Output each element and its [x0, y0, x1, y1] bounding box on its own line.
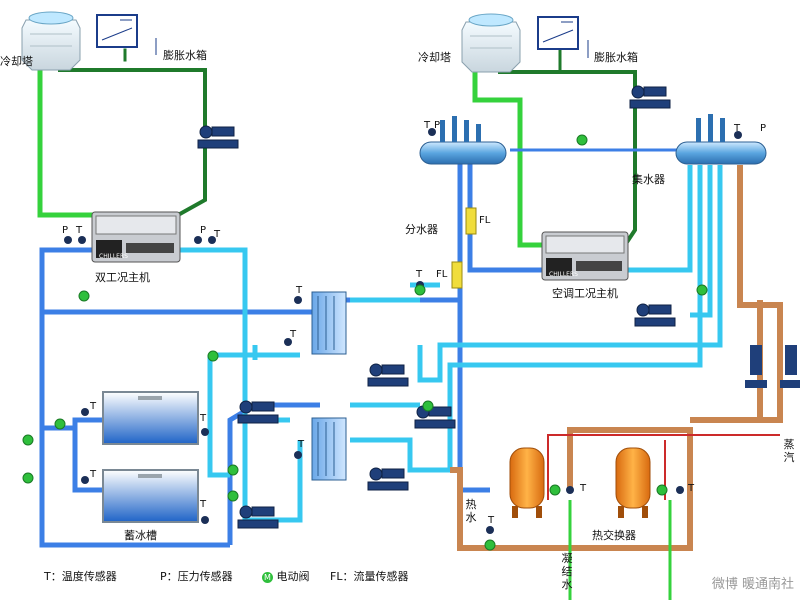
temperature-tag: T: [688, 483, 695, 494]
hot-water-label: 热水: [465, 498, 477, 524]
heat-exchanger-label: 热交换器: [592, 529, 636, 542]
steam-heat-exchanger-right: [615, 447, 651, 518]
cooling-tower-right-label: 冷却塔: [418, 51, 451, 64]
temperature-tag: T: [416, 269, 423, 280]
temperature-tag: T: [424, 120, 431, 131]
electric-valves: [22, 134, 708, 551]
temperature-tag: T: [90, 401, 97, 412]
expansion-tank-right-label: 膨胀水箱: [594, 51, 638, 64]
distributor-label: 分水器: [405, 223, 438, 236]
chiller-left-brand: CHILLERS: [99, 253, 128, 260]
temperature-tag: T: [734, 123, 741, 134]
temperature-tag: T: [580, 483, 587, 494]
temperature-tag: T: [76, 225, 83, 236]
legend-temperature: T：温度传感器: [44, 570, 117, 583]
steam-heat-exchanger-left: [509, 447, 545, 518]
legend-pressure: P：压力传感器: [160, 570, 233, 583]
dual-mode-chiller-label: 双工况主机: [95, 271, 150, 284]
pump-chiller-right: [634, 303, 676, 327]
temperature-tag: T: [200, 499, 207, 510]
pressure-tag: P: [760, 123, 767, 134]
pressure-tag: P: [62, 225, 69, 236]
hot-water-pumps: [745, 345, 800, 388]
pump-middle-1: [367, 363, 409, 387]
temperature-tag: T: [200, 413, 207, 424]
ice-tank-label: 蓄冰槽: [124, 529, 157, 542]
temperature-tag: T: [298, 439, 305, 450]
dual-mode-chiller: [91, 211, 181, 263]
pump-right-cooling: [629, 85, 671, 109]
left-cooling-water-loop: [37, 48, 207, 218]
pump-ice-2: [237, 505, 279, 529]
right-cooling-tower: [461, 13, 521, 73]
hot-water-pipes: [450, 165, 783, 551]
left-cooling-tower: [21, 11, 81, 71]
legend-flow: FL：流量传感器: [330, 570, 409, 583]
ac-mode-chiller: [541, 231, 629, 281]
temperature-tag: T: [296, 285, 303, 296]
temperature-tag: T: [290, 329, 297, 340]
pump-middle-2: [367, 467, 409, 491]
pressure-tag: P: [434, 120, 441, 131]
pumps: [197, 85, 676, 529]
plate-heat-exchanger-lower: [311, 417, 347, 481]
flow-sensor-tag: FL: [436, 269, 448, 280]
ice-storage-tank-upper: [102, 391, 199, 445]
chiller-right-brand: CHILLERS: [549, 271, 578, 278]
cooling-tower-left-label: 冷却塔: [0, 55, 33, 68]
legend-valve-label: 电动阀: [276, 570, 310, 583]
condensate-label: 凝结水: [561, 552, 573, 591]
flow-sensors: [451, 207, 477, 289]
temperature-tag: T: [214, 229, 221, 240]
collector-label: 集水器: [632, 173, 665, 186]
temperature-tag: T: [90, 469, 97, 480]
ac-mode-chiller-label: 空调工况主机: [552, 287, 618, 300]
watermark: 微博 暖通南社: [711, 577, 794, 592]
valve-icon: M: [262, 571, 273, 583]
flow-sensor-tag: FL: [479, 215, 491, 226]
water-collector-header: [675, 114, 767, 165]
legend-valve: M 电动阀: [262, 568, 310, 584]
pressure-tag: P: [200, 225, 207, 236]
condensate-pipes: [568, 500, 672, 600]
right-expansion-tank: [537, 16, 589, 58]
ice-storage-tank-lower: [102, 469, 199, 523]
expansion-tank-left-label: 膨胀水箱: [163, 49, 207, 62]
left-expansion-tank: [96, 14, 157, 55]
pump-left-cooling: [197, 125, 239, 149]
pump-ice-1: [237, 400, 279, 424]
steam-label: 蒸汽: [783, 438, 795, 464]
temperature-tag: T: [488, 515, 495, 526]
water-distributor-header: [419, 116, 507, 165]
plate-heat-exchanger-upper: [311, 291, 347, 355]
